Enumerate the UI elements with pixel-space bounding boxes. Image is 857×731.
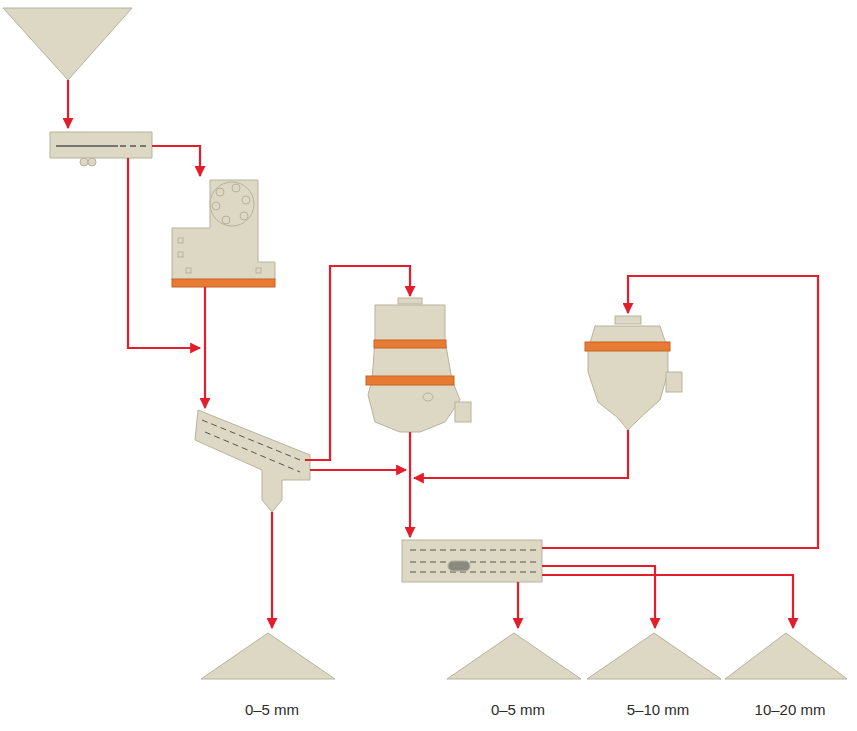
stockpile: 5–10 mm xyxy=(586,632,730,719)
stockpile: 10–20 mm xyxy=(724,632,856,719)
product-size-label: 0–5 mm xyxy=(200,701,344,719)
stockpile-shape xyxy=(724,632,848,680)
vibrating-screen xyxy=(402,540,542,582)
stockpile-shape xyxy=(200,632,336,680)
product-size-label: 0–5 mm xyxy=(446,701,590,719)
product-size-label: 10–20 mm xyxy=(724,701,856,719)
jaw-crusher xyxy=(172,180,275,287)
grizzly-feeder xyxy=(50,132,152,166)
stockpile: 0–5 mm xyxy=(200,632,344,719)
cone-crusher xyxy=(366,298,471,432)
stockpile-shape xyxy=(586,632,722,680)
cone-crusher xyxy=(585,316,682,430)
stockpile: 0–5 mm xyxy=(446,632,590,719)
feed-hopper xyxy=(3,8,132,80)
vibrating-screen xyxy=(195,410,310,512)
flow-line xyxy=(68,80,818,628)
stockpile-shape xyxy=(446,632,582,680)
product-size-label: 5–10 mm xyxy=(586,701,730,719)
